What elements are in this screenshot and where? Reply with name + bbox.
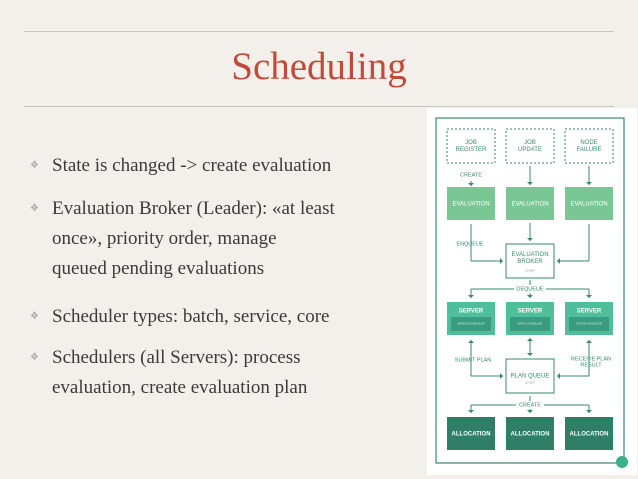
bullet-line: Scheduler types: batch, service, core <box>52 306 330 327</box>
allocation-label: ALLOCATION <box>511 432 550 438</box>
evaluation-label: EVALUATION <box>452 202 489 208</box>
bullet-line: once», priority order, manage <box>52 228 277 249</box>
scheduler-label: SERVICE SCHEDULER <box>457 323 484 326</box>
scheduler-bar <box>510 317 550 331</box>
broker-title: BROKER <box>517 259 543 265</box>
diagram-border <box>435 117 625 464</box>
trigger-box <box>446 128 496 164</box>
create-arrow-head <box>586 410 592 413</box>
bullet-icon: ❖ <box>30 311 39 322</box>
plan-queue-title: PLAN QUEUE <box>511 374 550 380</box>
submit-plan-label: SUBMIT PLAN <box>455 357 492 363</box>
evaluation-broker-box <box>505 243 555 279</box>
title-rule <box>24 106 614 107</box>
nomad-scheduling-diagram: JOBREGISTERJOBUPDATENODEFAILURECREATEEVA… <box>427 108 637 475</box>
receive-plan-label: RECEIVE PLAN <box>571 356 611 362</box>
receive-plan-label: RESULT <box>580 363 602 369</box>
dequeue-arrow-head <box>468 295 474 298</box>
allocation-box <box>447 417 495 450</box>
evaluation-label: EVALUATION <box>511 202 548 208</box>
dequeue-arrow-head <box>586 295 592 298</box>
slide-title: Scheduling <box>231 45 407 88</box>
create-label-2: CREATE <box>519 402 541 408</box>
top-rule <box>24 31 614 32</box>
allocation-box <box>506 417 554 450</box>
create-bg <box>516 401 544 409</box>
scheduler-label: BATCH SCHEDULER <box>518 323 543 326</box>
evaluation-box <box>565 187 613 220</box>
create-arrow-head <box>468 183 474 186</box>
create-arrow-head <box>468 410 474 413</box>
allocation-label: ALLOCATION <box>570 432 609 438</box>
bullet-line: Evaluation Broker (Leader): «at least <box>52 198 335 219</box>
dequeue-bg <box>514 285 546 293</box>
enqueue-arrow-head <box>500 258 503 264</box>
plan-queue-sub: LEADER <box>525 382 535 385</box>
bullet-icon: ❖ <box>30 160 39 171</box>
create-label: CREATE <box>460 172 482 178</box>
trigger-arrow-head <box>527 182 533 185</box>
receive-up-arrow-head <box>586 340 592 343</box>
bullet-item: ❖ State is changed -> create evaluation <box>30 151 442 181</box>
evaluation-arrow-head <box>557 258 560 264</box>
plan-down-arrow-head <box>527 353 533 356</box>
bullet-line: evaluation, create evaluation plan <box>52 377 308 398</box>
trigger-label: FAILURE <box>576 147 601 153</box>
server-title: SERVER <box>518 309 543 315</box>
evaluation-label: EVALUATION <box>570 202 607 208</box>
evaluation-arrow-head <box>527 238 533 241</box>
trigger-arrow-head <box>586 182 592 185</box>
evaluation-box <box>447 187 495 220</box>
allocation-box <box>565 417 613 450</box>
allocation-label: ALLOCATION <box>452 432 491 438</box>
bullet-item: ❖ Evaluation Broker (Leader): «at least on… <box>30 194 442 284</box>
broker-sub: LEADER <box>525 270 535 273</box>
trigger-box <box>505 128 555 164</box>
submit-plan-arrow-head <box>500 373 503 379</box>
enqueue-label: ENQUEUE <box>456 241 484 247</box>
trigger-label: JOB <box>465 140 477 146</box>
broker-title: EVALUATION <box>511 252 548 258</box>
submit-up-arrow-head <box>468 340 474 343</box>
server-title: SERVER <box>577 309 602 315</box>
bullet-item: ❖ Scheduler types: batch, service, core <box>30 302 442 332</box>
dequeue-label: DEQUEUE <box>516 286 544 292</box>
bullet-line: queued pending evaluations <box>52 258 265 279</box>
scheduler-bar <box>451 317 491 331</box>
scheduler-label: SYSTEM SCHEDULER <box>576 323 603 326</box>
trigger-box <box>564 128 614 164</box>
evaluation-box <box>506 187 554 220</box>
slideshare-logo-icon <box>616 456 628 468</box>
trigger-label: REGISTER <box>456 147 487 153</box>
plan-queue-box <box>505 358 555 394</box>
bullet-icon: ❖ <box>30 352 39 363</box>
trigger-label: JOB <box>524 140 536 146</box>
scheduler-bar <box>569 317 609 331</box>
receive-arrow-head <box>557 373 560 379</box>
bullet-line: Schedulers (all Servers): process <box>52 347 301 368</box>
plan-up-arrow-head <box>527 338 533 341</box>
trigger-label: NODE <box>580 140 597 146</box>
trigger-label: UPDATE <box>518 147 542 153</box>
bullet-item: ❖ Schedulers (all Servers): process evalua… <box>30 343 442 403</box>
bullet-line: State is changed -> create evaluation <box>52 155 332 176</box>
server-title: SERVER <box>459 309 484 315</box>
bullet-icon: ❖ <box>30 203 39 214</box>
